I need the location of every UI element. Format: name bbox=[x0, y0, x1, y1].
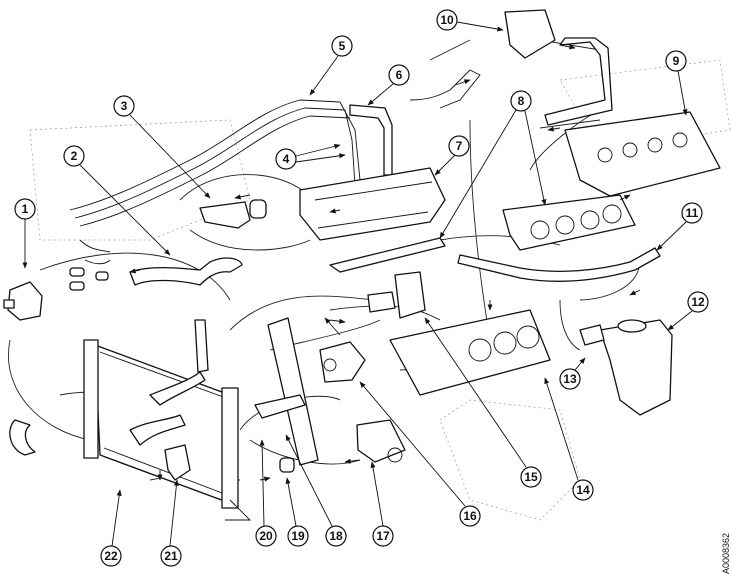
svg-text:2: 2 bbox=[71, 149, 78, 163]
callout-8: 8 bbox=[510, 90, 532, 112]
callout-4: 4 bbox=[275, 148, 297, 170]
svg-text:10: 10 bbox=[440, 13, 454, 27]
callouts: 1 2 3 4 5 6 7 8 9 10 11 12 13 14 15 16 1… bbox=[14, 9, 709, 567]
svg-text:14: 14 bbox=[576, 483, 590, 497]
svg-text:7: 7 bbox=[456, 139, 463, 153]
svg-text:3: 3 bbox=[121, 99, 128, 113]
callout-18: 18 bbox=[325, 525, 347, 547]
callout-15: 15 bbox=[520, 466, 542, 488]
svg-text:18: 18 bbox=[329, 529, 343, 543]
callout-7: 7 bbox=[448, 135, 470, 157]
callout-2: 2 bbox=[63, 145, 85, 167]
bleed-pipe bbox=[457, 247, 661, 282]
auxiliary-pump bbox=[356, 419, 406, 463]
svg-text:13: 13 bbox=[563, 372, 577, 386]
outlet-pipe bbox=[254, 317, 319, 473]
callout-1: 1 bbox=[14, 198, 36, 220]
callout-22: 22 bbox=[100, 545, 122, 567]
svg-text:5: 5 bbox=[339, 39, 346, 53]
svg-text:20: 20 bbox=[259, 529, 273, 543]
svg-text:4: 4 bbox=[283, 152, 290, 166]
callout-3: 3 bbox=[113, 95, 135, 117]
svg-text:19: 19 bbox=[291, 529, 305, 543]
callout-14: 14 bbox=[572, 479, 594, 501]
cylinder-head-left bbox=[299, 167, 446, 241]
callout-19: 19 bbox=[287, 525, 309, 547]
callout-21: 21 bbox=[160, 545, 182, 567]
callout-6: 6 bbox=[388, 64, 410, 86]
cylinder-head-right bbox=[564, 111, 721, 197]
callout-20: 20 bbox=[255, 525, 277, 547]
callout-17: 17 bbox=[372, 525, 394, 547]
expansion-tank bbox=[579, 319, 673, 416]
callout-12: 12 bbox=[687, 291, 709, 313]
svg-text:17: 17 bbox=[376, 529, 390, 543]
callout-9: 9 bbox=[665, 50, 687, 72]
cylinder-block bbox=[389, 309, 551, 396]
svg-text:16: 16 bbox=[463, 509, 477, 523]
svg-text:22: 22 bbox=[104, 549, 118, 563]
valve-assembly bbox=[3, 267, 109, 321]
callout-13: 13 bbox=[559, 368, 581, 390]
callout-11: 11 bbox=[681, 202, 703, 224]
svg-text:15: 15 bbox=[524, 470, 538, 484]
head-gasket-upper bbox=[502, 194, 636, 251]
flow-arrows bbox=[129, 44, 641, 482]
hose-connector bbox=[199, 199, 267, 229]
throttle-body bbox=[409, 9, 613, 126]
svg-text:1: 1 bbox=[22, 202, 29, 216]
callout-10: 10 bbox=[436, 9, 458, 31]
svg-text:8: 8 bbox=[518, 94, 525, 108]
svg-text:21: 21 bbox=[164, 549, 178, 563]
callout-16: 16 bbox=[459, 505, 481, 527]
head-gasket-lower bbox=[329, 237, 446, 273]
heater-pipes bbox=[69, 99, 393, 265]
figure-reference-code: A0008362 bbox=[721, 532, 731, 574]
drain-valve bbox=[164, 444, 191, 481]
callout-leaders bbox=[22, 21, 693, 547]
hoses bbox=[9, 257, 243, 456]
svg-text:9: 9 bbox=[673, 54, 680, 68]
callout-5: 5 bbox=[331, 35, 353, 57]
svg-text:6: 6 bbox=[396, 68, 403, 82]
svg-text:11: 11 bbox=[686, 206, 699, 220]
svg-text:12: 12 bbox=[691, 295, 705, 309]
water-pump bbox=[319, 341, 366, 383]
thermostat-housing bbox=[367, 271, 426, 319]
